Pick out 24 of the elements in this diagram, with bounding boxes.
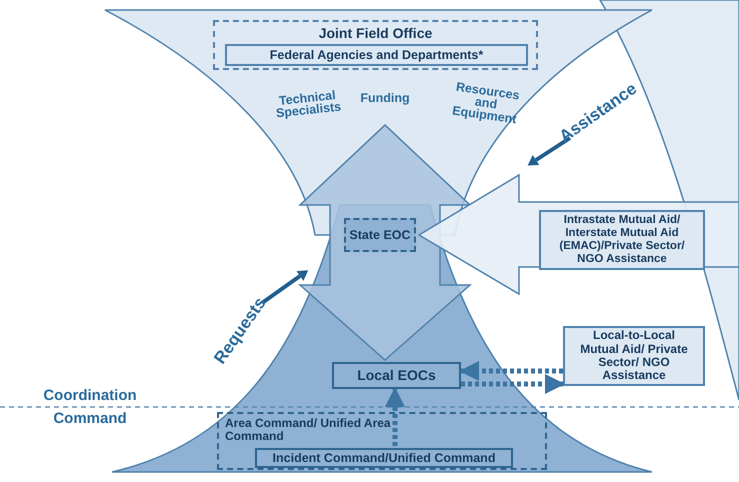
dashed-process-box	[344, 218, 416, 252]
process-box	[332, 362, 461, 389]
node-label: Federal Agencies and Departments*	[268, 48, 484, 62]
category-label: Resources and Equipment	[450, 80, 522, 127]
level-label: Command	[52, 411, 128, 426]
node-label: State EOC	[348, 228, 412, 242]
node-label: Incident Command/Unified Command	[272, 451, 496, 465]
dashed-group-box	[217, 412, 547, 470]
arrow	[385, 387, 405, 446]
arrow	[459, 361, 563, 381]
category-label: Funding	[359, 92, 411, 104]
level-label: Coordination	[42, 388, 138, 403]
process-box	[563, 326, 705, 386]
node-label: Local-to-Local Mutual Aid/ Private Sector/ NGO Assistance	[579, 329, 689, 383]
arrow	[461, 374, 565, 394]
process-box	[225, 44, 528, 66]
process-box	[539, 210, 705, 270]
node-label: Intrastate Mutual Aid/ Interstate Mutual Aid (EMAC)/Private Sector/ NGO Assistance	[558, 214, 686, 266]
node-label: Local EOCs	[356, 368, 437, 384]
process-box	[255, 448, 513, 468]
category-label: Technical Specialists	[274, 88, 343, 121]
node-label: Joint Field Office	[318, 26, 434, 42]
node-label: Area Command/ Unified Area Command	[225, 417, 392, 444]
dashed-group-box	[213, 20, 538, 70]
